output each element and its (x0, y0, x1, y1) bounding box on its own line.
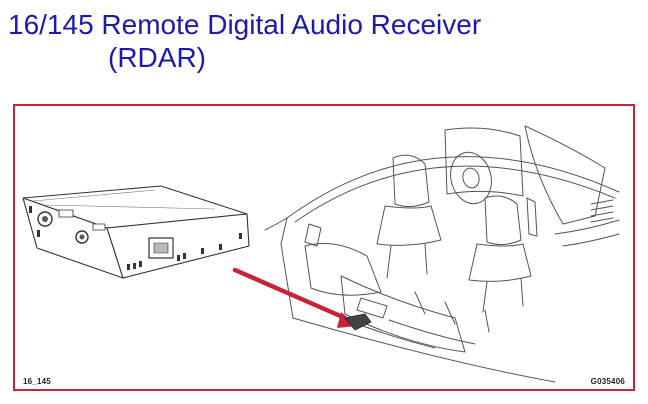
page-title-line-2: (RDAR) (108, 42, 206, 73)
figure-id-right: G035406 (590, 377, 625, 386)
figure-frame: 16_145 G035406 (13, 104, 635, 391)
figure-id-left: 16_145 (23, 377, 51, 386)
page-title-line-1: 16/145 Remote Digital Audio Receiver (8, 9, 482, 40)
figure-illustration (22, 125, 620, 383)
page-title: 16/145 Remote Digital Audio Receiver (RD… (8, 8, 481, 74)
vehicle-interior-cutaway-icon (264, 125, 620, 383)
red-arrow-icon (232, 267, 372, 331)
audio-receiver-module-icon (22, 185, 250, 279)
